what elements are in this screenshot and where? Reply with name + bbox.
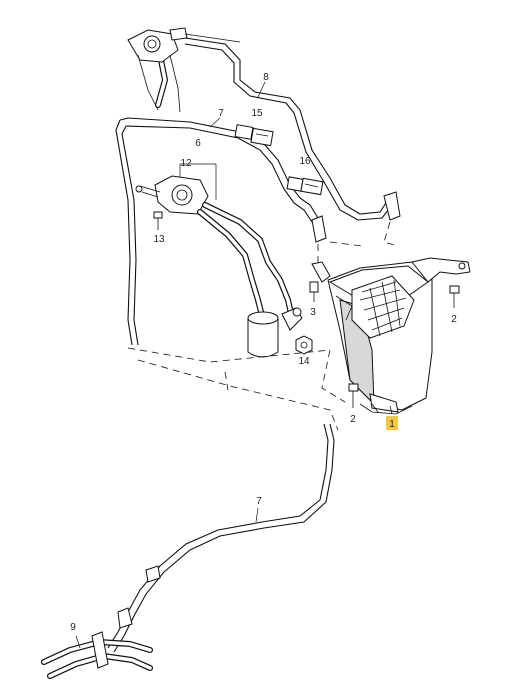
valve-assembly <box>135 163 295 321</box>
bolt-13 <box>153 211 163 230</box>
callout-7-lower: 7 <box>256 496 262 507</box>
callout-6: 6 <box>195 138 201 149</box>
clip-15 <box>234 124 274 147</box>
callout-7-upper: 7 <box>218 108 224 119</box>
callout-13: 13 <box>153 234 165 245</box>
callout-12: 12 <box>180 158 192 169</box>
charcoal-canister <box>311 257 471 415</box>
callout-3: 3 <box>310 307 316 318</box>
bolt-2-right <box>449 285 460 308</box>
callout-9: 9 <box>70 622 76 633</box>
callout-1: 1 <box>389 419 395 430</box>
callout-15: 15 <box>251 108 263 119</box>
filter-canister <box>247 307 303 358</box>
callout-labels: 8 7 15 6 12 16 13 3 2 14 2 7 9 <box>70 72 457 633</box>
nut-14 <box>295 335 313 355</box>
callout-1-highlighted: 1 <box>386 416 398 430</box>
bolt-2-left <box>348 383 359 408</box>
filler-neck-assembly <box>127 27 241 113</box>
vent-line-7-upper <box>115 117 327 346</box>
callout-8: 8 <box>263 72 269 83</box>
fitting-3 <box>309 281 319 302</box>
hose-9 <box>41 631 153 679</box>
assembly-guide-lines <box>127 221 399 431</box>
clip-16 <box>286 176 324 196</box>
callout-2-left: 2 <box>350 414 356 425</box>
callout-14: 14 <box>298 356 310 367</box>
callout-16: 16 <box>299 156 311 167</box>
vent-line-7-lower <box>107 423 335 653</box>
callout-2-right: 2 <box>451 314 457 325</box>
vent-line-8 <box>184 37 401 221</box>
